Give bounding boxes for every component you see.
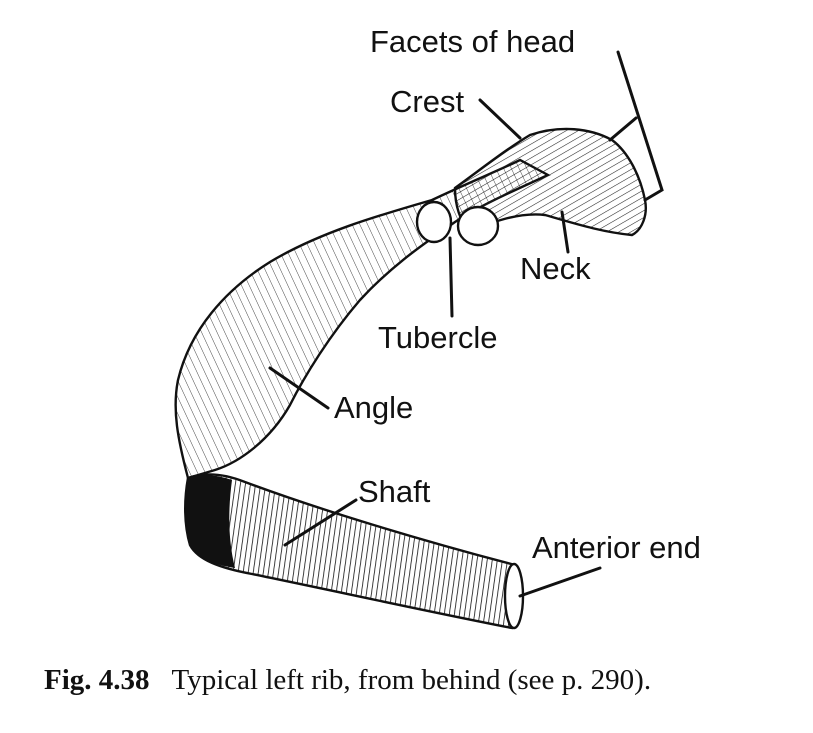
label-angle: Angle [334, 390, 413, 425]
tubercle-facet-1 [415, 200, 453, 244]
label-neck: Neck [520, 251, 591, 286]
rib-bend-shadow [185, 475, 235, 568]
angle-leader [268, 366, 330, 410]
rib-diagram: Facets of head Crest Neck Tubercle Angle… [174, 24, 701, 630]
neck-leader [560, 210, 570, 254]
crest-leader [478, 98, 522, 140]
label-tubercle: Tubercle [378, 320, 497, 355]
caption-text: Typical left rib, from behind (see p. 29… [171, 664, 652, 696]
tubercle-leader [448, 236, 454, 318]
diagram-labels: Facets of head Crest Neck Tubercle Angle… [334, 24, 701, 565]
rib-illustration [174, 127, 647, 630]
label-facets-of-head: Facets of head [370, 24, 575, 59]
label-anterior-end: Anterior end [532, 530, 701, 565]
tubercle-facet-2 [456, 205, 500, 247]
figure-caption: Fig. 4.38 Typical left rib, from behind (… [44, 664, 804, 697]
label-crest: Crest [390, 84, 464, 119]
shaft-leader [283, 498, 358, 547]
figure-number: Fig. 4.38 [44, 664, 150, 696]
leader-lines [268, 50, 664, 598]
facets-of-head-leader [616, 50, 664, 202]
rib-shaft [184, 473, 522, 630]
anterior-end-leader [518, 566, 602, 598]
facets-of-head-leader-branch [608, 116, 638, 142]
label-shaft: Shaft [358, 474, 431, 509]
